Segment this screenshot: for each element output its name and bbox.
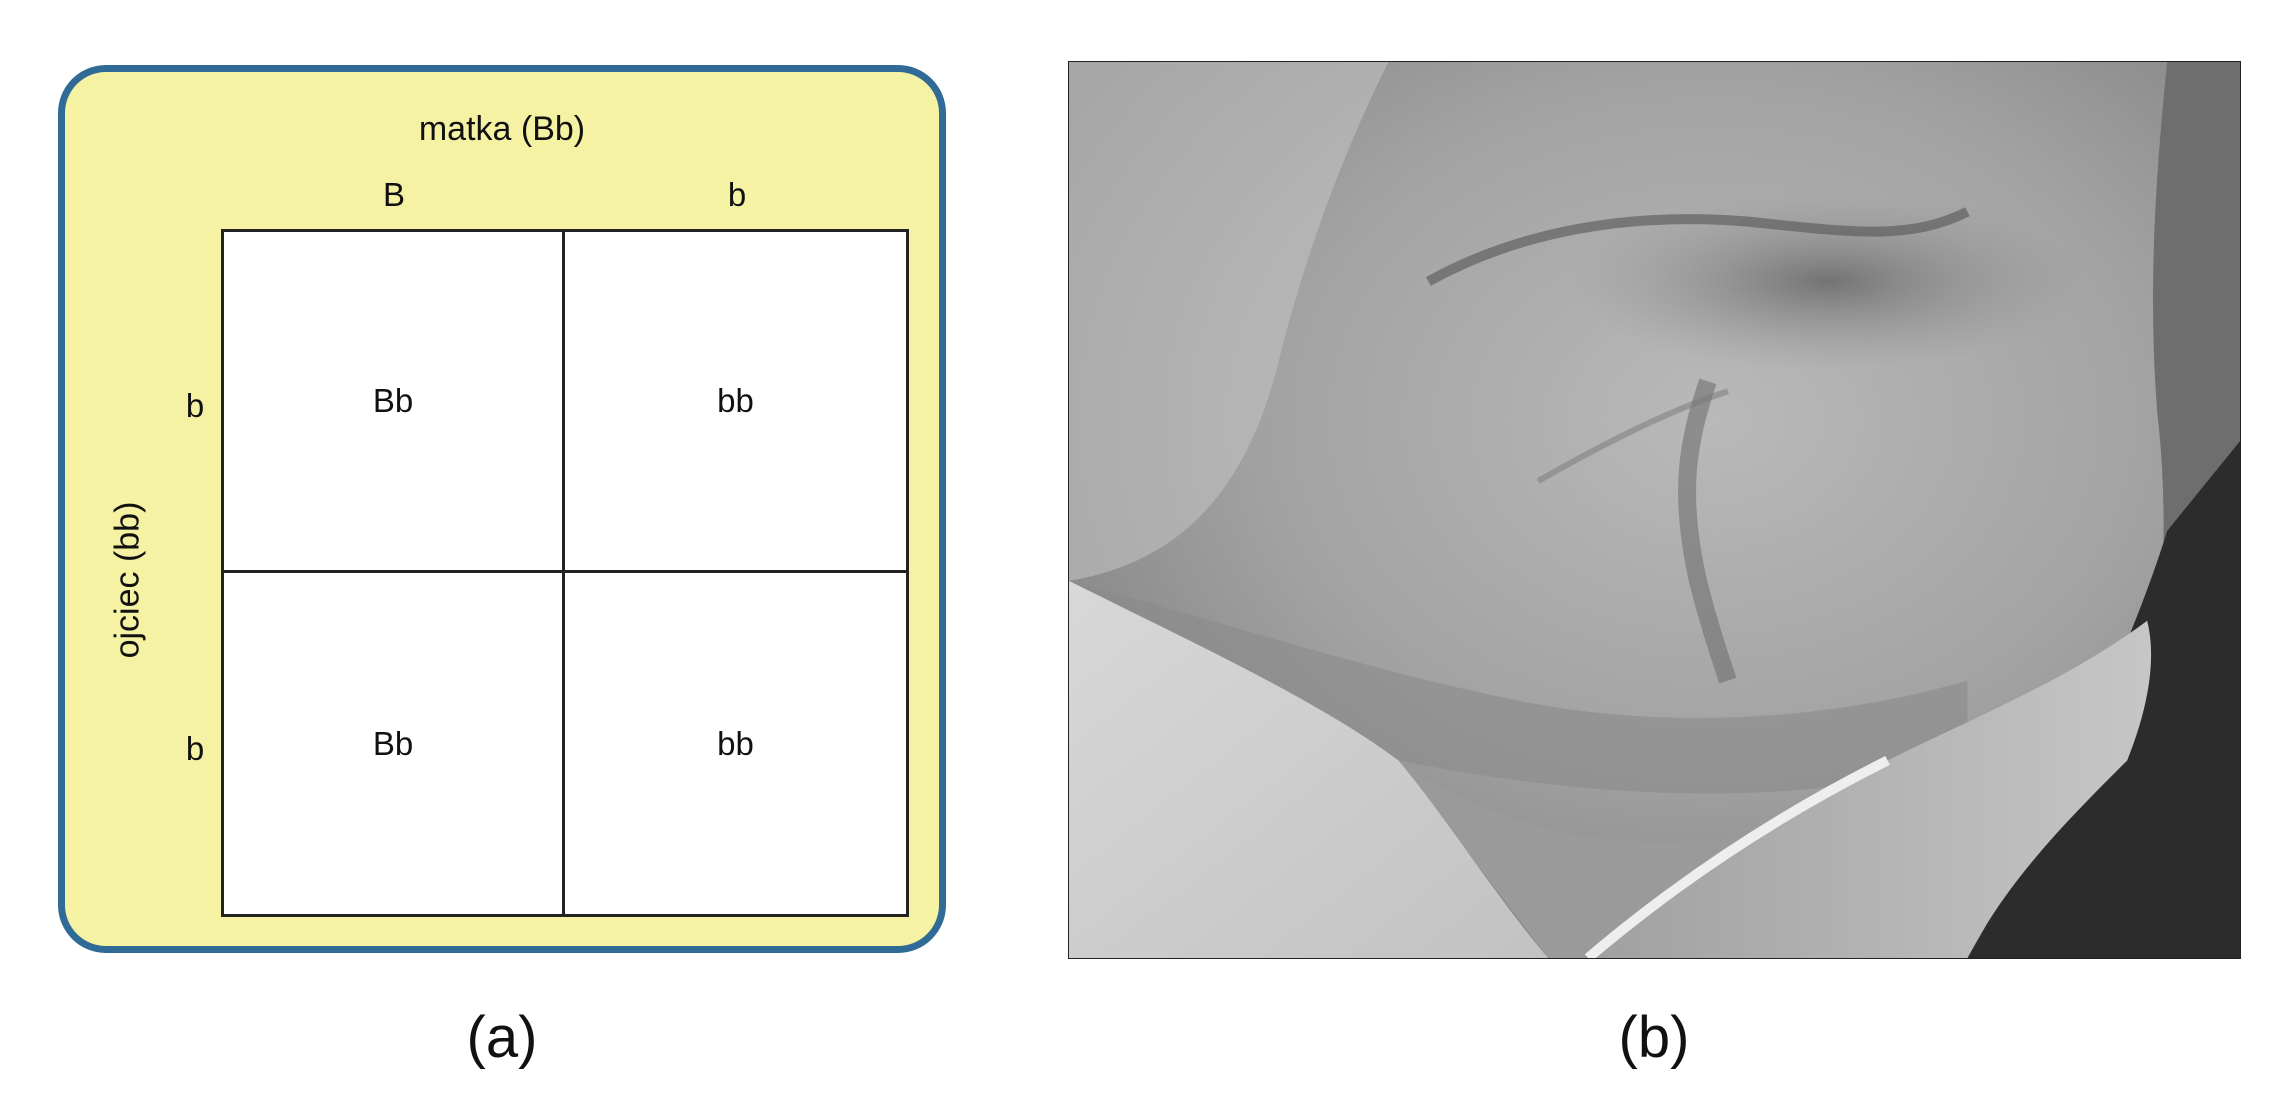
cleft-chin-photo xyxy=(1068,61,2241,959)
punnett-square-panel: matka (Bb) B b ojciec (bb) b b Bb bb Bb … xyxy=(58,65,946,953)
father-allele-2: b xyxy=(185,730,205,767)
offspring-cell-2-2: bb xyxy=(717,724,754,762)
father-genotype-label: ojciec (bb) xyxy=(108,501,147,659)
offspring-cell-1-2: bb xyxy=(565,232,906,573)
punnett-grid: Bb bb Bb bb xyxy=(221,229,909,917)
mother-allele-2: b xyxy=(727,176,747,213)
chin-photo-illustration xyxy=(1069,62,2240,958)
caption-a: (a) xyxy=(466,1005,538,1070)
father-allele-1: b xyxy=(185,387,205,424)
offspring-cell-2-1: Bb xyxy=(224,573,565,914)
caption-b: (b) xyxy=(1618,1005,1690,1070)
offspring-cell-1-1: Bb xyxy=(224,232,565,573)
mother-allele-1: B xyxy=(382,176,405,213)
mother-genotype-label: matka (Bb) xyxy=(418,110,586,148)
